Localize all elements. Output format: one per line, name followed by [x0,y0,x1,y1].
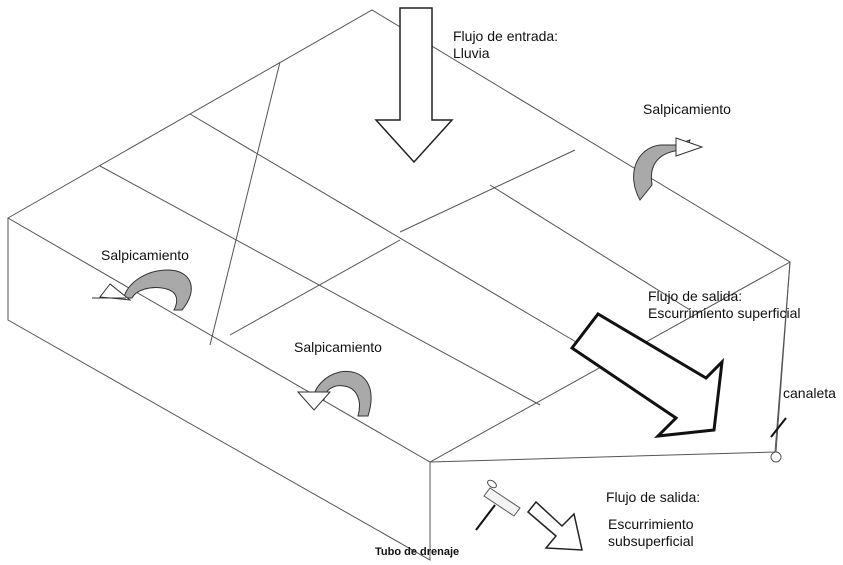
grid-line [209,61,281,346]
inflow-title: Flujo de entrada: [453,28,559,44]
subsurface-outflow-name: Escurrimiento subsuperficial [608,516,694,550]
splash-label-center: Salpicamiento [294,339,382,355]
splash-arrow-back-right [633,137,704,201]
grid-line [99,165,541,406]
surface-runoff-arrow [569,312,724,438]
surface-outflow-label: Flujo de salida: Escurrimiento superfici… [648,288,801,322]
subsurface-outflow-title: Flujo de salida: [606,489,701,505]
block-left-face [7,218,431,561]
splash-label-left: Salpicamiento [101,247,189,263]
drain-tube [475,479,521,531]
subsurface-outflow-line1: Escurrimiento [608,516,694,532]
subsurface-runoff-arrow [526,500,583,551]
grid-line [489,184,691,311]
splash-arrow-center [296,370,372,417]
gutter-end-icon [770,451,782,463]
gutter-leader [770,417,787,438]
drain-tube-end-icon [487,479,497,489]
soil-block [6,9,791,561]
grid-line [189,113,611,363]
gutter-label: canaleta [783,385,836,401]
grid-line [399,149,576,233]
surface-outflow-title: Flujo de salida: [648,288,743,304]
grid-line [229,239,401,336]
splash-label-back-right: Salpicamiento [643,101,731,117]
inflow-source: Lluvia [453,45,490,61]
rain-inflow-arrow [374,7,454,164]
inflow-label: Flujo de entrada: Lluvia [453,28,558,62]
drain-tube-leader [475,504,496,531]
surface-outflow-name: Escurrimiento superficial [648,305,801,321]
drain-tube-label: Tubo de drenaje [375,546,460,558]
gutter [770,261,791,463]
splash-arrow-left [92,269,192,311]
subsurface-outflow-line2: subsuperficial [608,533,694,549]
